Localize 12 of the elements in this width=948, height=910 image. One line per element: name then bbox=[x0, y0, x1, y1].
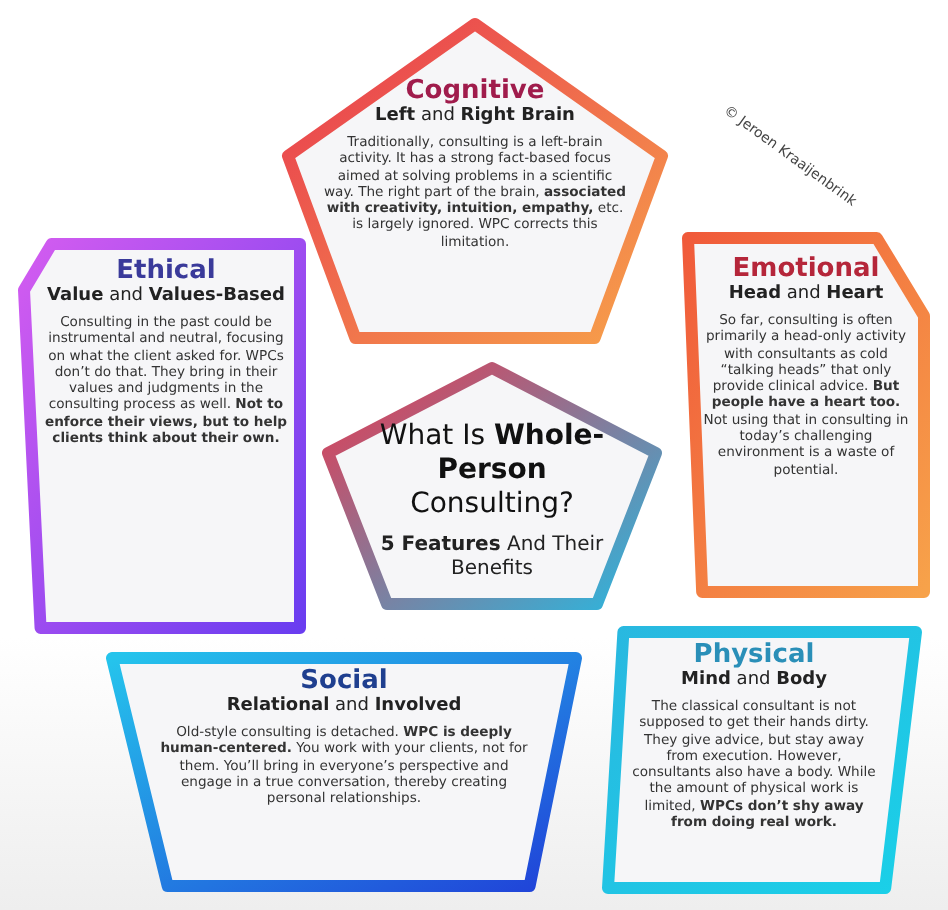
section-subtitle: Value and Values-Based bbox=[45, 286, 287, 308]
section-title: Social bbox=[298, 666, 390, 696]
section-subtitle: Head and Heart bbox=[726, 284, 886, 306]
section-title: Cognitive bbox=[403, 76, 547, 106]
heading: What Is Whole-Person Consulting? bbox=[377, 420, 607, 522]
subheading: 5 Features And Their Benefits bbox=[378, 534, 606, 582]
section-subtitle: Mind and Body bbox=[679, 670, 829, 692]
section-subtitle: Left and Right Brain bbox=[373, 106, 577, 128]
section-title: Ethical bbox=[114, 256, 218, 286]
section-title: Physical bbox=[691, 640, 817, 670]
section-title: Emotional bbox=[730, 254, 882, 284]
section-subtitle: Relational and Involved bbox=[224, 696, 464, 718]
